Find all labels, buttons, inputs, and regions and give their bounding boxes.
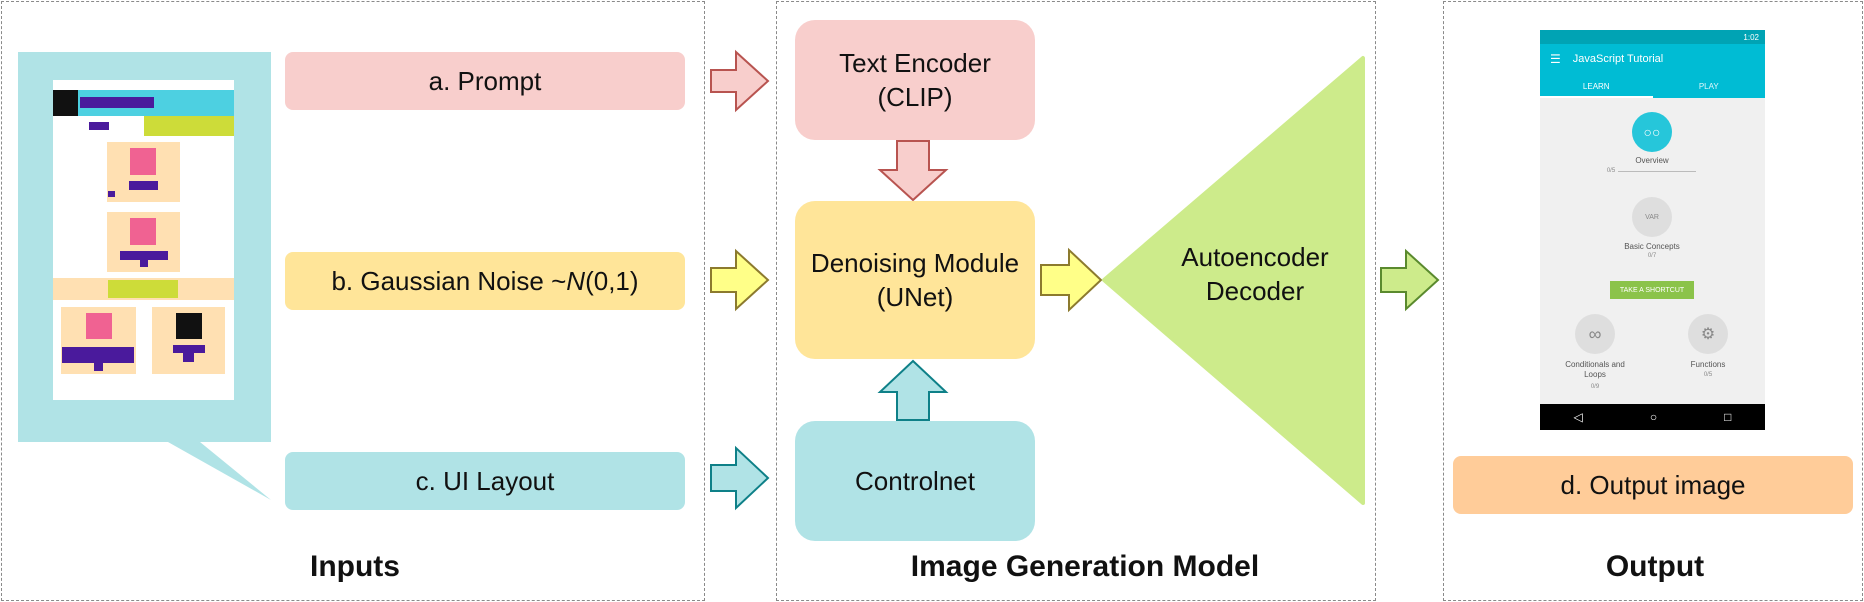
phone-status-bar: 1:02 — [1540, 30, 1765, 44]
noise-pill: b. Gaussian Noise ~N(0,1) — [285, 252, 685, 310]
take-shortcut-button: TAKE A SHORTCUT — [1610, 281, 1694, 299]
decoder-to-output-arrow — [1380, 248, 1440, 312]
unet-to-decoder-arrow — [1040, 247, 1103, 313]
layout-card-1-bar — [129, 181, 158, 190]
overview-progress: 0/5 — [1606, 168, 1616, 174]
layout-small-bar — [89, 122, 109, 130]
phone-nav-bar: ◁ ○ □ — [1540, 404, 1765, 430]
text-encoder-box: Text Encoder (CLIP) — [795, 20, 1035, 140]
layout-tiny-bar — [108, 191, 115, 197]
denoising-module-box: Denoising Module (UNet) — [795, 201, 1035, 359]
model-panel — [776, 1, 1376, 601]
output-image-pill: d. Output image — [1453, 456, 1853, 514]
phone-app-bar: ☰ JavaScript Tutorial — [1540, 44, 1765, 74]
conditionals-label: Conditionals and Loops — [1565, 360, 1625, 379]
functions-label: Functions — [1690, 360, 1726, 369]
inputs-title: Inputs — [310, 550, 400, 583]
layout-band-green — [108, 280, 178, 298]
noise-arrow — [710, 248, 770, 312]
layout-arrow — [710, 445, 770, 511]
layout-card-2-bar — [120, 251, 168, 260]
glasses-icon: ○○ — [1632, 112, 1672, 152]
prompt-pill: a. Prompt — [285, 52, 685, 110]
layout-logo — [53, 90, 78, 116]
decoder-triangle — [1102, 56, 1365, 505]
layout-card-4-stem — [183, 353, 194, 362]
noise-symbol: N — [566, 265, 586, 296]
decoder-label: Autoencoder Decoder — [1181, 242, 1329, 306]
layout-card-3-bar — [62, 347, 134, 363]
ui-layout-pill: c. UI Layout — [285, 452, 685, 510]
layout-green-bar — [144, 116, 234, 136]
layout-card-4-img — [176, 313, 202, 339]
noise-prefix: b. Gaussian Noise ~ — [331, 265, 567, 296]
functions-progress: 0/5 — [1703, 372, 1713, 378]
layout-card-4-bar — [173, 345, 205, 353]
layout-card-2-stem — [140, 260, 148, 267]
menu-icon: ☰ — [1550, 52, 1561, 66]
encoder-to-unet-arrow — [877, 140, 949, 202]
noise-suffix: (0,1) — [585, 265, 639, 296]
gears-icon: ⚙ — [1688, 314, 1728, 354]
phone-app-title: JavaScript Tutorial — [1572, 53, 1664, 65]
output-title: Output — [1605, 550, 1705, 583]
var-icon: VAR — [1632, 197, 1672, 237]
layout-card-2-img — [130, 218, 156, 245]
recent-apps-icon: □ — [1724, 410, 1732, 424]
inputs-panel — [1, 1, 705, 601]
output-panel — [1443, 1, 1863, 601]
prompt-arrow — [710, 49, 770, 113]
back-icon: ◁ — [1573, 410, 1583, 424]
phone-tabs: LEARN PLAY — [1540, 74, 1765, 98]
model-title: Image Generation Model — [910, 550, 1260, 583]
infinity-icon: ∞ — [1575, 314, 1615, 354]
controlnet-box: Controlnet — [795, 421, 1035, 541]
overview-label: Overview — [1635, 156, 1669, 165]
layout-card-3-stem — [94, 363, 103, 371]
output-phone-screenshot: 1:02 ☰ JavaScript Tutorial LEARN PLAY ○○… — [1540, 30, 1765, 430]
basic-concepts-label: Basic Concepts — [1624, 242, 1680, 251]
controlnet-to-unet-arrow — [877, 359, 949, 421]
layout-card-3-img — [86, 313, 112, 339]
overview-progress-bar — [1618, 171, 1696, 172]
layout-card-1-img — [130, 148, 156, 175]
conditionals-progress: 0/9 — [1590, 384, 1600, 390]
layout-title-bar — [80, 97, 154, 108]
home-icon: ○ — [1649, 410, 1658, 424]
phone-time: 1:02 — [1743, 32, 1759, 42]
basic-concepts-progress: 0/7 — [1647, 253, 1657, 259]
tab-learn: LEARN — [1540, 74, 1653, 98]
tab-play: PLAY — [1698, 81, 1719, 91]
